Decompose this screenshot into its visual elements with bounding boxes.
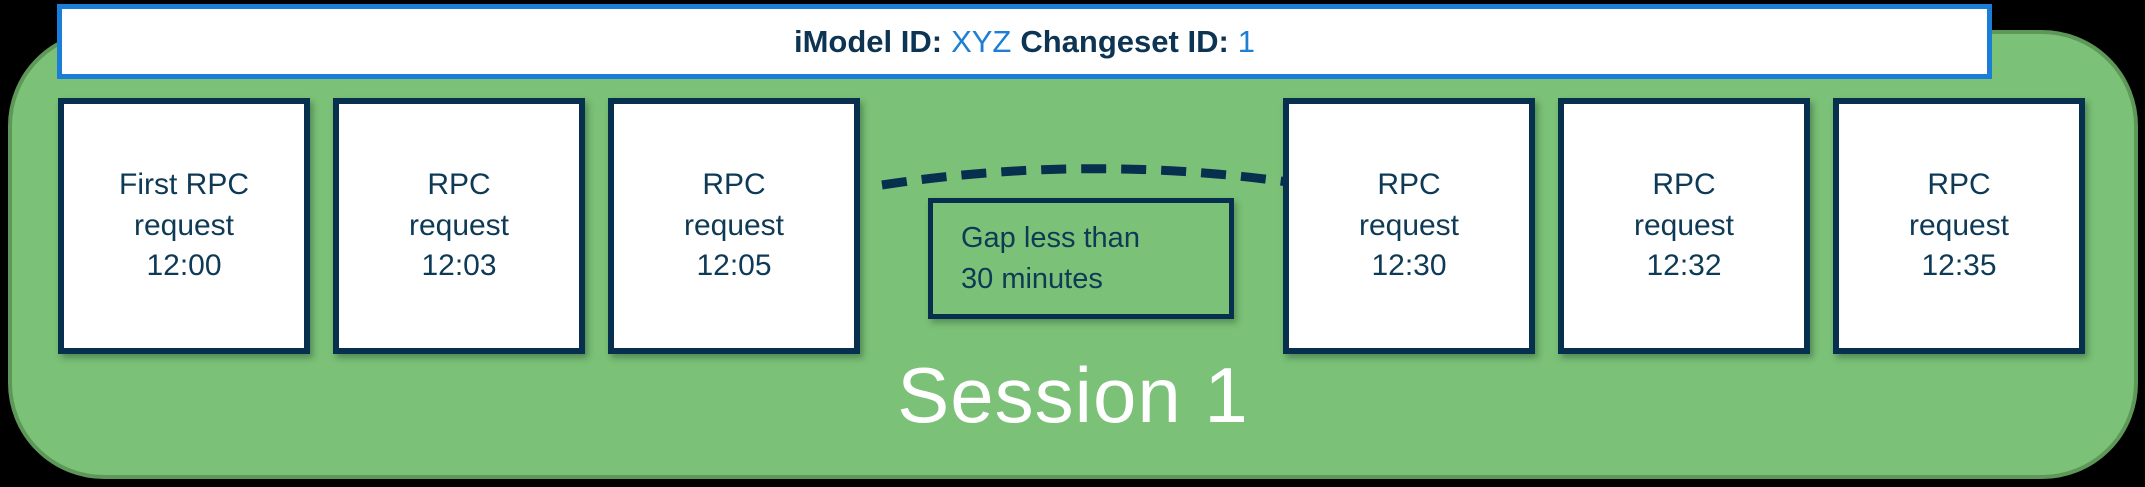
changeset-id-value: 1 [1237, 23, 1256, 59]
imodel-header-bar: iModel ID: XYZ Changeset ID: 1 [57, 4, 1992, 79]
rpc-box-time: 12:30 [1371, 249, 1447, 283]
rpc-box-time: 12:00 [146, 249, 222, 283]
gap-note-line: 30 minutes [961, 262, 1103, 295]
rpc-box-line: RPC [702, 167, 766, 201]
gap-note-line: Gap less than [961, 221, 1140, 254]
rpc-box-line: request [1908, 208, 2010, 242]
rpc-box-line: request [133, 208, 235, 242]
rpc-box-line: First RPC [119, 167, 249, 201]
changeset-id-label: Changeset ID: [1020, 23, 1229, 59]
rpc-box-line: RPC [1652, 167, 1716, 201]
gap-dashed-connector-line [881, 164, 1289, 190]
rpc-request-box-1235: RPC request 12:35 [1833, 98, 2085, 354]
rpc-request-box-1203: RPC request 12:03 [333, 98, 585, 354]
rpc-box-time: 12:35 [1921, 249, 1997, 283]
imodel-id-label: iModel ID: [793, 23, 943, 59]
session-label: Session 1 [897, 351, 1249, 439]
rpc-box-time: 12:05 [696, 249, 772, 283]
rpc-request-box-1200: First RPC request 12:00 [58, 98, 310, 354]
rpc-request-box-1205: RPC request 12:05 [608, 98, 860, 354]
imodel-id-value: XYZ [951, 23, 1012, 59]
rpc-box-line: request [1358, 208, 1460, 242]
rpc-box-line: request [1633, 208, 1735, 242]
rpc-box-line: request [683, 208, 785, 242]
rpc-box-time: 12:03 [421, 249, 497, 283]
rpc-box-line: RPC [1927, 167, 1991, 201]
rpc-request-box-1230: RPC request 12:30 [1283, 98, 1535, 354]
rpc-box-line: request [408, 208, 510, 242]
rpc-box-line: RPC [1377, 167, 1441, 201]
rpc-request-box-1232: RPC request 12:32 [1558, 98, 1810, 354]
rpc-box-line: RPC [427, 167, 491, 201]
rpc-box-time: 12:32 [1646, 249, 1722, 283]
gap-note-box: Gap less than 30 minutes [928, 198, 1234, 319]
